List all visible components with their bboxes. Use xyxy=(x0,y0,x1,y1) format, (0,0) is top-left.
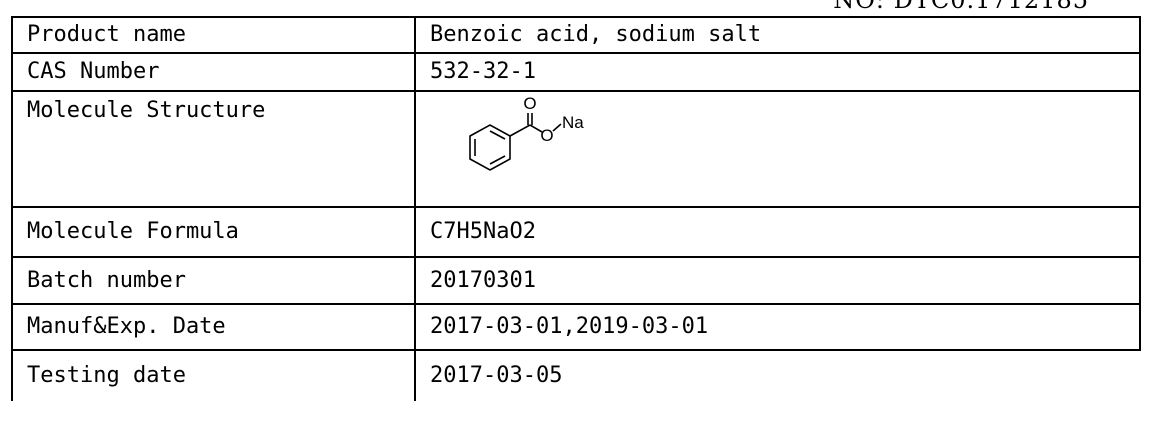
value-testing-date: 2017-03-05 xyxy=(414,349,1140,401)
table-row-product-name: Product name Benzoic acid, sodium salt xyxy=(11,16,1141,54)
label-product-name: Product name xyxy=(11,16,416,54)
table-row-batch-number: Batch number 20170301 xyxy=(11,256,1141,305)
label-batch-number: Batch number xyxy=(11,256,416,305)
value-manuf-exp-date: 2017-03-01,2019-03-01 xyxy=(414,303,1141,351)
label-cas-number: CAS Number xyxy=(11,52,416,92)
value-product-name: Benzoic acid, sodium salt xyxy=(414,16,1141,54)
value-molecule-structure: O O Na xyxy=(414,90,1141,208)
label-molecule-structure: Molecule Structure xyxy=(11,90,416,208)
label-molecule-formula: Molecule Formula xyxy=(11,206,416,258)
value-batch-number: 20170301 xyxy=(414,256,1141,305)
atom-o-right: O xyxy=(540,126,553,145)
table-row-molecule-structure: Molecule Structure xyxy=(11,90,1141,208)
atom-o-top: O xyxy=(523,96,536,113)
table-row-testing-date: Testing date 2017-03-05 xyxy=(11,349,1140,401)
carboxylate-bonds xyxy=(509,113,562,137)
document-number: NO: DTC0.1712185 xyxy=(833,0,1089,14)
table-row-cas-number: CAS Number 532-32-1 xyxy=(11,52,1141,92)
product-spec-table: Product name Benzoic acid, sodium salt C… xyxy=(11,16,1141,401)
value-molecule-formula: C7H5NaO2 xyxy=(414,206,1141,258)
benzene-ring xyxy=(469,124,511,171)
label-testing-date: Testing date xyxy=(11,349,416,401)
table-row-molecule-formula: Molecule Formula C7H5NaO2 xyxy=(11,206,1141,258)
label-manuf-exp-date: Manuf&Exp. Date xyxy=(11,303,416,351)
table-row-manuf-exp-date: Manuf&Exp. Date 2017-03-01,2019-03-01 xyxy=(11,303,1141,351)
benzoate-structure-diagram: O O Na xyxy=(469,96,584,171)
atom-na: Na xyxy=(562,113,584,132)
value-cas-number: 532-32-1 xyxy=(414,52,1141,92)
